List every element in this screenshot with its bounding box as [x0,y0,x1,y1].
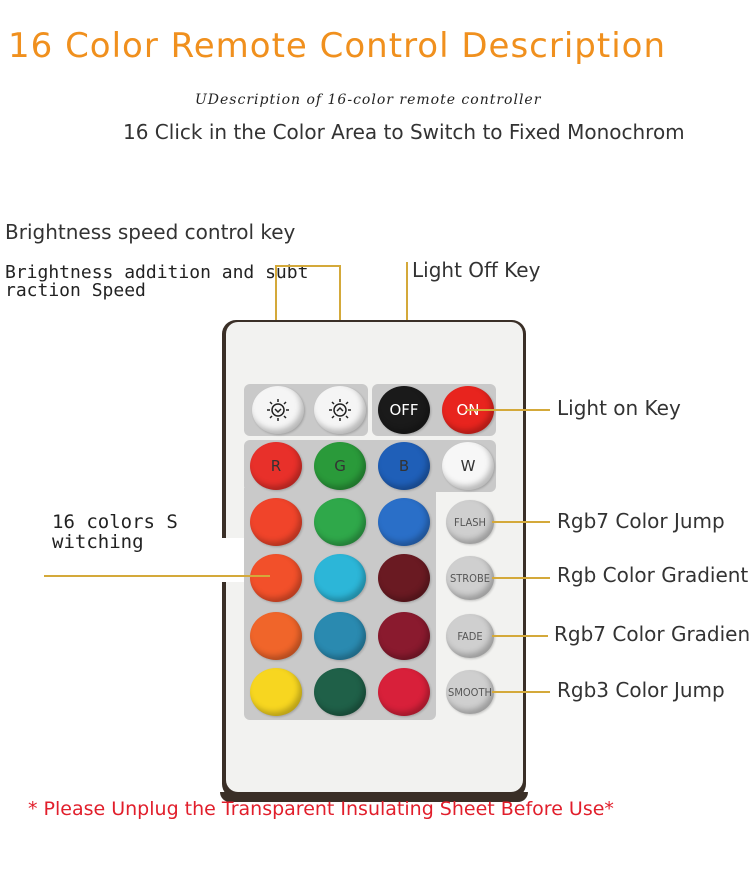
subtitle-description: UDescription of 16-color remote controll… [195,92,542,108]
blue-button[interactable]: B [378,442,430,490]
fade-button[interactable]: FADE [446,614,494,658]
leader-line-strobe [492,577,550,579]
off-button-label: OFF [389,401,419,419]
brightness-up-icon [329,399,351,421]
leader-line-flash [492,521,550,523]
color-button-r3-c3[interactable] [378,554,430,602]
flash-button[interactable]: FLASH [446,500,494,544]
warning-note: * Please Unplug the Transparent Insulati… [28,798,614,820]
fade-description: Rgb7 Color Gradient [554,622,750,646]
fade-button-label: FADE [457,629,483,643]
white-button-label: W [460,457,476,475]
blue-button-label: B [398,457,410,475]
smooth-button-label: SMOOTH [448,685,492,699]
brightness-speed-label: Brightness speed control key [5,220,296,244]
green-button[interactable]: G [314,442,366,490]
color-button-r5-c1[interactable] [250,668,302,716]
light-off-label: Light Off Key [412,258,541,282]
color-button-r4-c2[interactable] [314,612,366,660]
subtitle-instruction: 16 Click in the Color Area to Switch to … [123,120,685,144]
strobe-button[interactable]: STROBE [446,556,494,600]
color-button-r5-c3[interactable] [378,668,430,716]
flash-button-label: FLASH [454,515,486,529]
color-button-r3-c2[interactable] [314,554,366,602]
remote-bottom-edge [220,792,528,802]
leader-line-smooth [492,691,550,693]
leader-line-colors [44,575,270,577]
off-button[interactable]: OFF [378,386,430,434]
leader-line-brightness-top [275,265,340,267]
smooth-button[interactable]: SMOOTH [446,670,494,714]
color-button-r4-c3[interactable] [378,612,430,660]
flash-description: Rgb7 Color Jump [557,509,725,533]
red-button[interactable]: R [250,442,302,490]
brightness-up-button[interactable] [314,386,366,434]
green-button-label: G [334,457,346,475]
brightness-down-button[interactable] [252,386,304,434]
white-button[interactable]: W [442,442,494,490]
color-button-r2-c3[interactable] [378,498,430,546]
brightness-down-icon [267,399,289,421]
colors-label-line1: 16 colors S [52,511,178,533]
page-title: 16 Color Remote Control Description [8,26,666,66]
color-button-r2-c1[interactable] [250,498,302,546]
light-on-label: Light on Key [557,396,681,420]
strobe-description: Rgb Color Gradient [557,563,749,587]
color-button-r2-c2[interactable] [314,498,366,546]
color-button-r4-c1[interactable] [250,612,302,660]
leader-line-on [466,409,550,411]
label-backdrop [214,538,244,582]
smooth-description: Rgb3 Color Jump [557,678,725,702]
brightness-add-label-line1: Brightness addition and subt [5,262,309,283]
colors-label-line2: witching [52,531,144,553]
color-button-r5-c2[interactable] [314,668,366,716]
brightness-add-label-line2: raction Speed [5,280,146,301]
red-button-label: R [270,457,282,475]
leader-line-fade [492,635,548,637]
color-button-r3-c1[interactable] [250,554,302,602]
strobe-button-label: STROBE [449,571,491,585]
